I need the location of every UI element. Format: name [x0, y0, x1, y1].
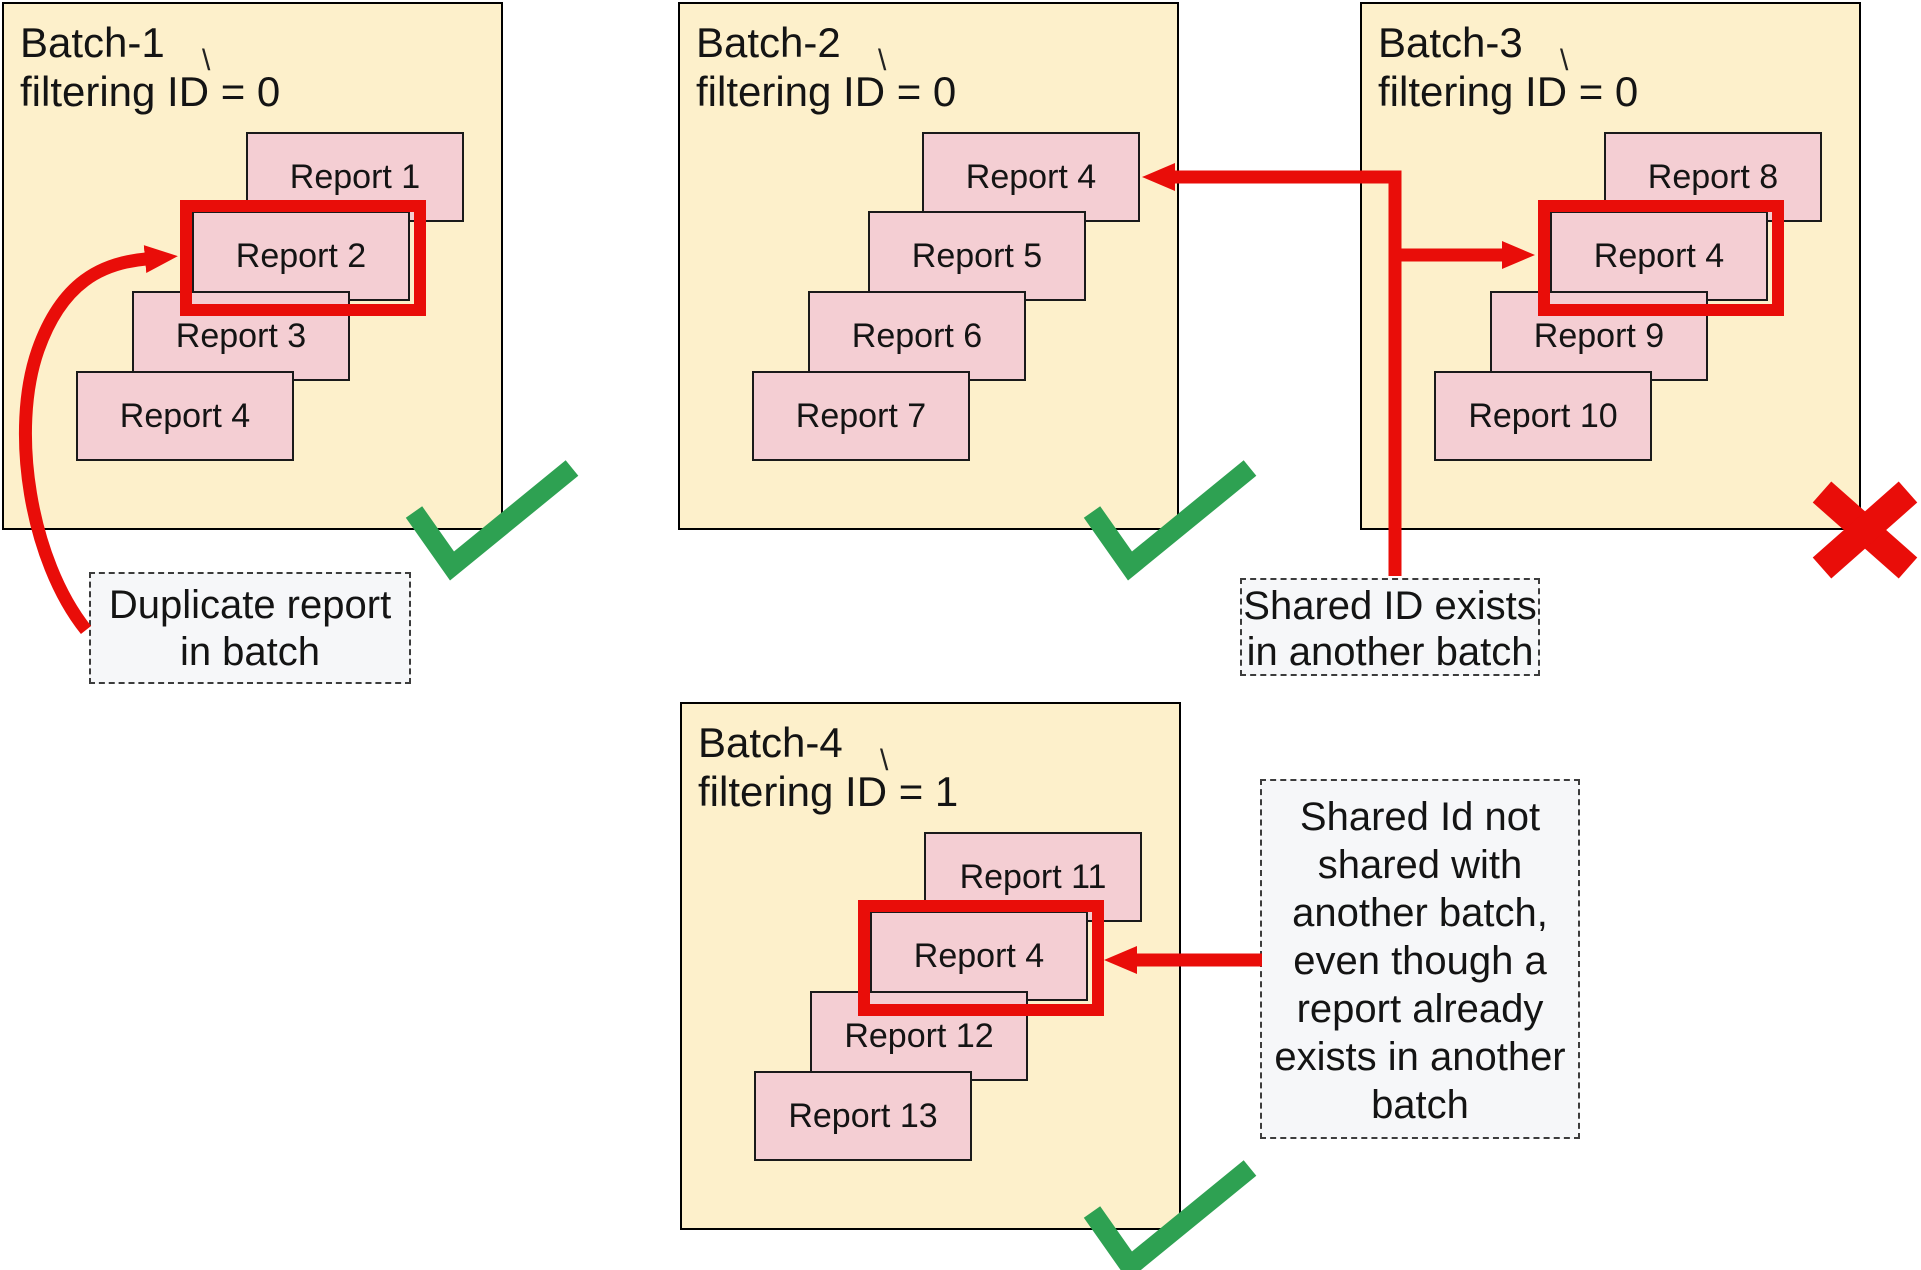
annotation-shared-id-not-shared: Shared Id not shared with another batch,…	[1260, 779, 1580, 1139]
batch-box-1: Batch-1 filtering ID = 0 \ Report 1 Repo…	[2, 2, 503, 530]
batch-name: Batch-4	[698, 719, 843, 766]
batch-name: Batch-3	[1378, 19, 1523, 66]
highlight-ring	[858, 900, 1104, 1016]
report-card: Report 7	[752, 371, 970, 461]
batch-box-4: Batch-4 filtering ID = 1 \ Report 11 Rep…	[680, 702, 1181, 1230]
report-card: Report 4	[922, 132, 1140, 222]
annotation-line: exists in another	[1274, 1035, 1566, 1079]
batch-title: Batch-1 filtering ID = 0	[20, 18, 280, 116]
batch-filter-id: filtering ID = 0	[20, 68, 281, 115]
annotation-line: batch	[1371, 1083, 1469, 1127]
annotation-line: in another batch	[1246, 630, 1534, 674]
annotation-duplicate-report: Duplicate report in batch	[89, 572, 411, 684]
annotation-line: even though a	[1293, 939, 1547, 983]
stray-tick-mark: \	[878, 44, 887, 77]
report-card: Report 4	[1550, 211, 1768, 301]
annotation-line: Duplicate report	[108, 583, 392, 627]
batch-box-3: Batch-3 filtering ID = 0 \ Report 8 Repo…	[1360, 2, 1861, 530]
batch-title: Batch-3 filtering ID = 0	[1378, 18, 1638, 116]
annotation-line: Shared ID exists	[1243, 584, 1537, 628]
report-card: Report 9	[1490, 291, 1708, 381]
batch-filter-id: filtering ID = 0	[1378, 68, 1639, 115]
batch-title: Batch-4 filtering ID = 1	[698, 718, 958, 816]
annotation-shared-id-exists: Shared ID exists in another batch	[1240, 578, 1540, 676]
annotation-line: report already	[1296, 987, 1544, 1031]
highlight-ring	[180, 200, 426, 316]
annotation-line: in batch	[179, 630, 321, 674]
annotation-line: Shared Id not	[1299, 795, 1541, 839]
batch-title: Batch-2 filtering ID = 0	[696, 18, 956, 116]
report-card: Report 10	[1434, 371, 1652, 461]
batch-name: Batch-1	[20, 19, 165, 66]
stray-tick-mark: \	[880, 744, 889, 777]
batch-filter-id: filtering ID = 1	[698, 768, 959, 815]
batch-box-2: Batch-2 filtering ID = 0 \ Report 4 Repo…	[678, 2, 1179, 530]
batch-name: Batch-2	[696, 19, 841, 66]
batch-filter-id: filtering ID = 0	[696, 68, 957, 115]
stray-tick-mark: \	[202, 44, 211, 77]
report-card: Report 5	[868, 211, 1086, 301]
report-card: Report 13	[754, 1071, 972, 1161]
report-card: Report 6	[808, 291, 1026, 381]
report-card: Report 4	[76, 371, 294, 461]
annotation-line: another batch,	[1292, 891, 1548, 935]
stray-tick-mark: \	[1560, 44, 1569, 77]
annotation-line: shared with	[1317, 843, 1523, 887]
highlight-ring	[1538, 200, 1784, 316]
